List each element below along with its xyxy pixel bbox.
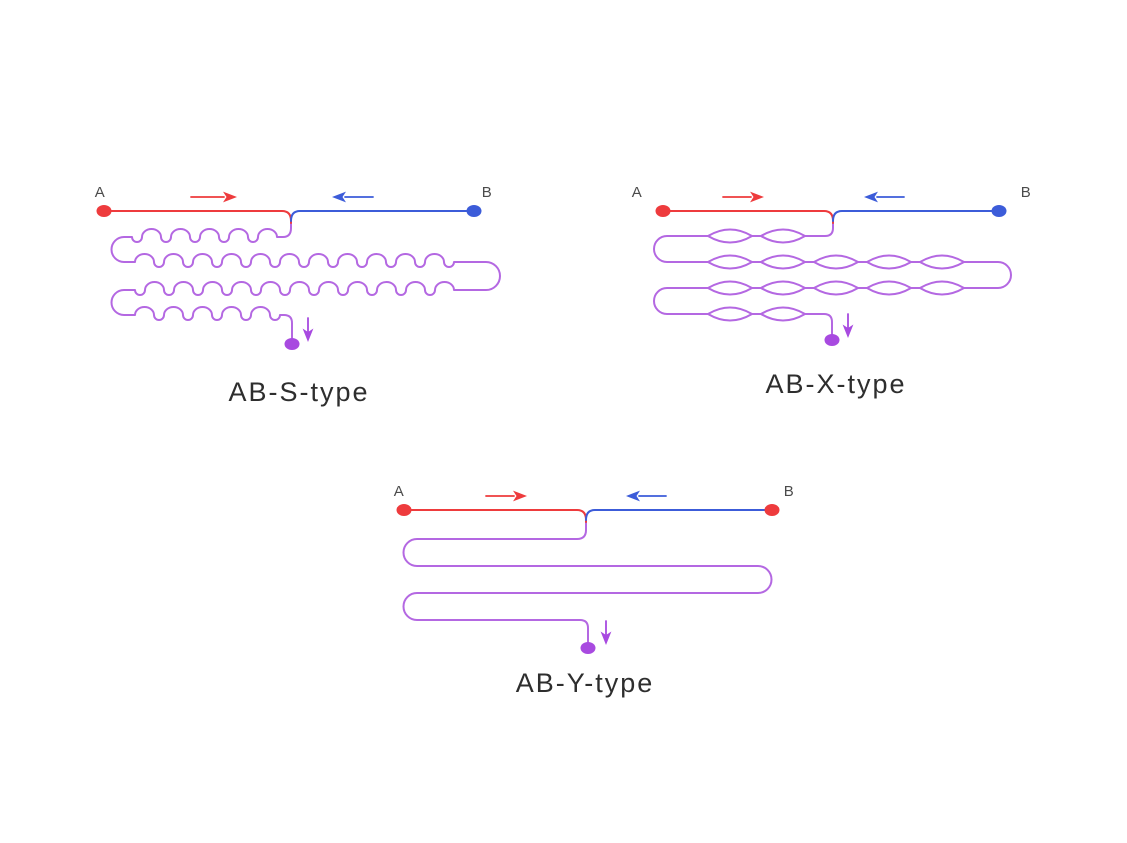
inlet-a-label: A	[393, 483, 405, 500]
inlet-b-line	[290, 210, 475, 222]
outlet-arrow-down-icon	[600, 620, 612, 645]
inlet-b-label: B	[783, 483, 795, 500]
outlet-dot	[580, 642, 596, 654]
diagram-ab-s-type	[96, 191, 501, 350]
caption-ab-s-type: AB-S-type	[228, 377, 370, 407]
outlet-dot	[824, 334, 840, 346]
inlet-a-label: A	[631, 184, 643, 201]
flow-arrow-a-right-icon	[190, 191, 237, 203]
inlet-a-label: A	[94, 184, 106, 201]
outlet-dot	[284, 338, 300, 350]
inlet-b-line	[832, 210, 1000, 222]
flow-arrow-a-right-icon	[722, 191, 764, 203]
flow-arrow-a-right-icon	[485, 490, 527, 502]
inlet-b-dot	[991, 205, 1007, 217]
inlet-a-line	[662, 210, 834, 224]
inlet-a-line	[403, 509, 587, 523]
caption-ab-x-type: AB-X-type	[765, 369, 907, 399]
inlet-b-dot	[764, 504, 780, 516]
inlet-b-label: B	[481, 184, 493, 201]
outlet-arrow-down-icon	[842, 313, 854, 338]
diagram-ab-y-type	[396, 490, 780, 654]
mixing-channel-wavy	[110, 221, 501, 339]
diagram-ab-x-type	[653, 191, 1012, 346]
inlet-a-dot	[396, 504, 412, 516]
outlet-arrow-down-icon	[302, 317, 314, 342]
inlet-a-dot	[96, 205, 112, 217]
flow-arrow-b-left-icon	[332, 191, 374, 203]
inlet-b-line	[585, 509, 773, 521]
flow-arrow-b-left-icon	[626, 490, 667, 502]
mixing-channel-lens	[653, 221, 1012, 335]
mixing-channel-serpentine	[402, 520, 773, 643]
inlet-b-label: B	[1020, 184, 1032, 201]
inlet-b-dot	[466, 205, 482, 217]
inlet-a-dot	[655, 205, 671, 217]
caption-ab-y-type: AB-Y-type	[515, 668, 655, 698]
flow-arrow-b-left-icon	[864, 191, 905, 203]
inlet-a-line	[103, 210, 292, 224]
